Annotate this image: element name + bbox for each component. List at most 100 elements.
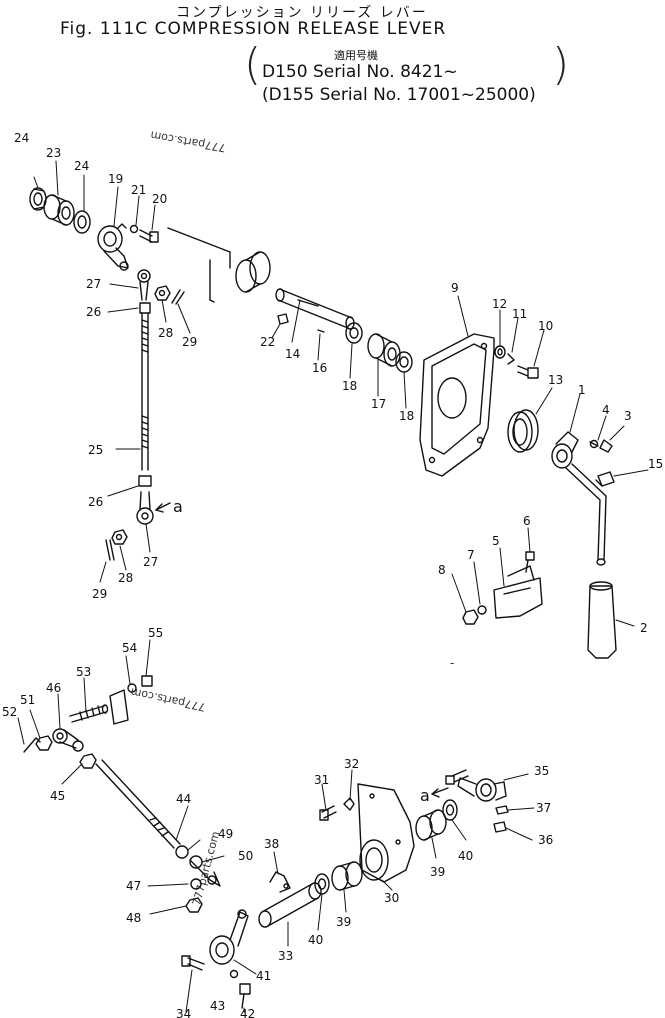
callout-c4: 4 [602,403,610,417]
callout-c18a: 18 [342,379,357,393]
rod-end-27b [136,491,154,525]
bushing-18a [345,322,363,344]
lever-1 [551,431,607,566]
callout-c24a: 24 [14,131,29,145]
callout-c15: 15 [648,457,663,471]
arrow-label-a-lower: a [420,786,430,805]
callout-c25: 25 [88,443,103,457]
callout-c29b: 29 [92,587,107,601]
callout-c35: 35 [534,764,549,778]
callout-c26a: 26 [86,305,101,319]
bolt-42 [239,983,251,1009]
shaft-33 [258,882,322,928]
callout-c29a: 29 [182,335,197,349]
applicable-label: 適用号機 [334,49,378,62]
callout-c55: 55 [148,626,163,640]
lower-assembly [23,675,509,1009]
lever-arm-19 [97,223,129,271]
fitting-37 [495,805,509,815]
nut-28b [111,529,128,545]
callout-c9: 9 [451,281,459,295]
callout-c3: 3 [624,409,632,423]
nut-8 [462,609,479,625]
callout-c44: 44 [176,792,191,806]
callout-c17: 17 [371,397,386,411]
bolt-31 [319,805,337,821]
callout-c12: 12 [492,297,507,311]
pin-16 [317,329,325,333]
bolt-10 [517,365,539,379]
arm-35 [457,777,507,802]
cotter-pin-29a [171,289,185,305]
rod-end-46 [52,728,84,752]
callout-c26b: 26 [88,495,103,509]
callout-c5: 5 [492,534,500,548]
washer-7 [477,605,487,615]
callout-c40b: 40 [308,933,323,947]
arrow-label-a-upper: a [173,497,183,516]
washer-32 [343,797,355,811]
callout-c23: 23 [46,146,61,160]
arrow-a-upper [155,502,171,511]
nut-26b [138,475,152,487]
arrow-a-lower [431,787,449,798]
callout-c40a: 40 [458,849,473,863]
callout-c31: 31 [314,773,329,787]
callout-c54: 54 [122,641,137,655]
callout-c28b: 28 [118,571,133,585]
rod-25 [141,312,149,471]
rod-end-27a [137,269,151,301]
callout-c13: 13 [548,373,563,387]
callout-c24b: 24 [74,159,89,173]
callout-c52: 52 [2,705,17,719]
bolt-20 [139,229,159,243]
cover-plate-9 [419,333,495,477]
grip-2 [587,581,617,659]
callout-c14: 14 [285,347,300,361]
callout-c11: 11 [512,307,527,321]
bushing-23 [43,194,75,226]
frame-line [167,227,231,303]
leader-lines [17,160,649,1013]
callout-c41: 41 [256,969,271,983]
arrowhead-a-upper [155,503,164,513]
cotter-pin-29b [105,539,115,561]
nut-51 [35,735,53,751]
bushing-24b [73,210,91,234]
bushing-40b [442,799,458,821]
washer-12 [494,345,506,359]
bushing-17 [367,333,401,367]
figure-title: Fig. 111C COMPRESSION RELEASE LEVER [60,19,447,39]
spring-pin-53 [69,704,109,723]
bolt-34 [181,955,205,971]
callout-c22: 22 [260,335,275,349]
washer-43 [229,969,239,979]
nut-45 [79,753,97,769]
washer-4 [589,439,599,449]
callout-c8: 8 [438,563,446,577]
callout-c45: 45 [50,789,65,803]
callout-c36: 36 [538,833,553,847]
callout-c39b: 39 [336,915,351,929]
callout-c27b: 27 [143,555,158,569]
callout-c20: 20 [152,192,167,206]
callout-c27a: 27 [86,277,101,291]
callout-c46: 46 [46,681,61,695]
callout-c49: 49 [218,827,233,841]
cotter-pin-52 [23,737,41,753]
lock-washer-11 [507,353,515,365]
callout-c6: 6 [523,514,531,528]
shaft-14 [275,288,355,330]
callout-c28a: 28 [158,326,173,340]
nut-28a [154,285,171,301]
callout-c50: 50 [238,849,253,863]
callout-c16: 16 [312,361,327,375]
bolt-arrow-a [445,769,469,785]
close-paren: ) [552,39,570,90]
callout-c48: 48 [126,911,141,925]
bolt-36 [493,821,507,833]
fitting-15 [595,471,615,487]
sleeve [235,251,271,293]
callout-c19: 19 [108,172,123,186]
